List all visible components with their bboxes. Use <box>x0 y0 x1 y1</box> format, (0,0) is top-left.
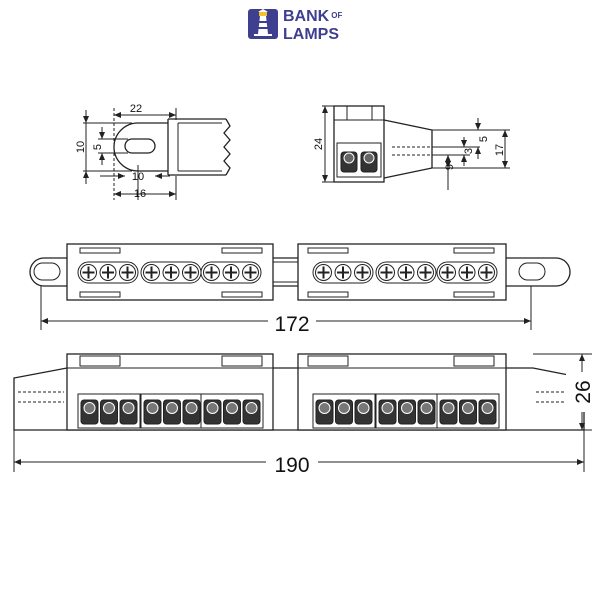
screw-head-icon <box>182 264 199 281</box>
dim-side-height-10: 10 <box>75 141 87 153</box>
screw-head-icon <box>397 264 415 281</box>
screw-head-icon <box>315 264 332 281</box>
dim-end-5: 5 <box>478 136 490 142</box>
front-view <box>13 353 592 472</box>
screw-head-icon <box>162 264 180 281</box>
screw-head-icon <box>222 264 240 281</box>
dim-top-length-172: 172 <box>274 313 309 336</box>
screw-group <box>200 261 262 284</box>
screw-head-icon <box>99 264 117 281</box>
lighthouse-icon <box>248 9 278 39</box>
screw-head-icon <box>80 264 97 281</box>
screw-head-icon <box>417 264 434 281</box>
screw-head-icon <box>378 264 395 281</box>
end-view-detail <box>322 105 510 190</box>
dim-front-height-26: 26 <box>572 380 595 403</box>
dim-end-3: 3 <box>463 148 475 154</box>
screw-head-icon <box>458 264 476 281</box>
dim-end-height-24: 24 <box>313 138 325 150</box>
screw-head-icon <box>242 264 259 281</box>
screw-head-icon <box>119 264 136 281</box>
dim-total-length-bg <box>266 452 318 476</box>
top-view <box>29 243 571 330</box>
screw-head-icon <box>334 264 352 281</box>
screw-group <box>312 261 374 284</box>
screw-head-icon <box>203 264 220 281</box>
dim-end-9: 9 <box>444 164 456 170</box>
dim-side-slot-10: 10 <box>132 171 144 183</box>
dim-side-slot-5: 5 <box>92 144 104 150</box>
side-view-detail <box>83 108 231 200</box>
screw-head-icon <box>439 264 456 281</box>
dim-top-length-bg <box>268 310 316 334</box>
screw-head-icon <box>354 264 371 281</box>
dim-total-length-190: 190 <box>274 454 309 477</box>
screw-head-icon <box>143 264 160 281</box>
dim-end-17: 17 <box>494 144 506 156</box>
dim-side-width-16: 16 <box>134 188 146 200</box>
screw-head-icon <box>478 264 495 281</box>
dim-front-height-bg <box>566 372 590 412</box>
screw-group <box>436 261 498 284</box>
dim-side-width-22: 22 <box>130 103 142 115</box>
screw-group <box>375 261 437 284</box>
screw-group <box>77 261 139 284</box>
brand-name-line2: LAMPS <box>283 26 339 43</box>
